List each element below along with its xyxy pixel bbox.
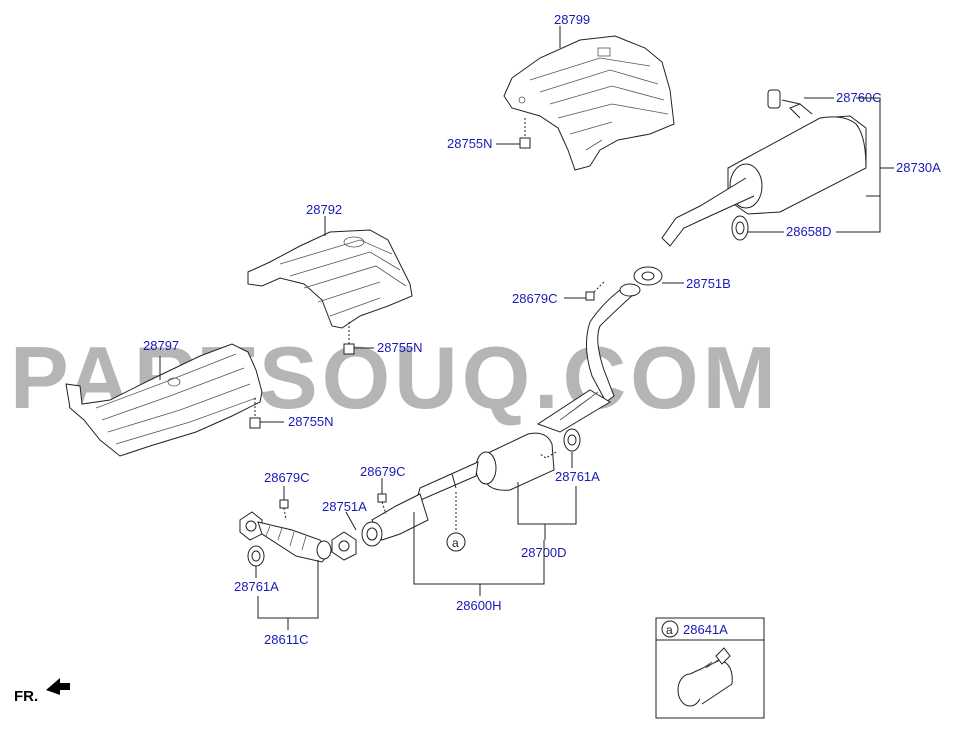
label-gasket-rear[interactable]: 28751B [686,276,731,291]
label-nut-clip-rear[interactable]: 28679C [512,291,558,306]
label-front-muffler-assy[interactable]: 28600H [456,598,502,613]
heat-shield-front[interactable] [65,343,263,457]
hanger-rear[interactable] [731,215,749,241]
nut-clip-rear [585,281,605,301]
heat-shield-rear[interactable] [503,35,675,171]
gasket-rear[interactable] [633,266,663,286]
inset-symbol: a [666,623,673,637]
center-pipe[interactable] [361,283,641,547]
rear-muffler[interactable] [661,103,867,247]
gasket-front[interactable] [331,531,357,561]
label-hanger-front[interactable]: 28761A [234,579,279,594]
label-nut-front-shield[interactable]: 28755N [288,414,334,429]
front-label: FR. [14,688,38,705]
front-pipe[interactable] [239,511,332,563]
nut-front-shield [249,398,261,429]
hanger-center[interactable] [539,428,581,459]
label-heat-shield-front[interactable]: 28797 [143,338,179,353]
heat-shield-center[interactable] [247,229,413,329]
callout-a[interactable]: a [446,492,466,552]
label-heat-shield-rear[interactable]: 28799 [554,12,590,27]
label-nut-clip-front-left[interactable]: 28679C [264,470,310,485]
hanger-front[interactable] [247,545,265,567]
label-nut-center-shield[interactable]: 28755N [377,340,423,355]
nut-clip-front-center [377,493,387,515]
hanger-top[interactable] [767,89,801,109]
inset-clamp-box: a 28641A [655,617,765,719]
arrow-icon [46,678,70,695]
label-heat-shield-center[interactable]: 28792 [306,202,342,217]
label-hanger-center[interactable]: 28761A [555,469,600,484]
label-hanger-rear[interactable]: 28658D [786,224,832,239]
label-gasket-front[interactable]: 28751A [322,499,367,514]
label-clamp[interactable]: 28641A [683,622,728,637]
front-direction-indicator: FR. [14,678,70,705]
label-rear-muffler[interactable]: 28730A [896,160,941,175]
callout-a-symbol: a [452,536,459,550]
label-front-pipe[interactable]: 28611C [264,632,309,647]
nut-rear-shield [519,118,531,149]
nut-center-shield [343,322,355,355]
label-nut-clip-front-center[interactable]: 28679C [360,464,406,479]
nut-clip-front-left [279,499,289,521]
clamp-part[interactable] [677,647,733,707]
label-nut-rear-shield[interactable]: 28755N [447,136,493,151]
